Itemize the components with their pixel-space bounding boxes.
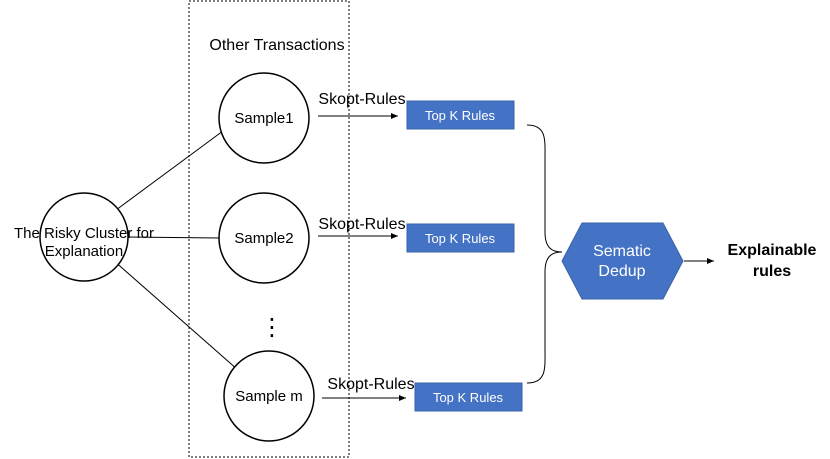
top-k-rules-box-2	[406, 223, 515, 253]
edge-source-sample1	[111, 127, 228, 214]
other-transactions-group	[188, 0, 350, 458]
top-k-rules-box-3	[414, 382, 523, 412]
other-transactions-label: Other Transactions	[209, 37, 344, 54]
semantic-dedup-label-line1: Sematic	[593, 243, 651, 260]
risky-cluster-label-line2: Explanation	[45, 243, 123, 260]
top-k-rules-label-3: Top K Rules	[433, 390, 504, 405]
output-label-line2: rules	[753, 263, 791, 280]
sample2-method-label: Skopt-Rules	[318, 216, 405, 233]
top-k-rules-label-1: Top K Rules	[425, 108, 496, 123]
sample1-node	[218, 72, 310, 164]
sample1-method-label: Skopt-Rules	[318, 91, 405, 108]
sample2-label: Sample2	[234, 230, 293, 247]
top-k-rules-label-2: Top K Rules	[425, 231, 496, 246]
semantic-dedup-node	[561, 222, 684, 300]
sample-m-label: Sample m	[235, 388, 303, 405]
sample2-node	[218, 192, 310, 284]
sample-m-method-label: Skopt-Rules	[327, 376, 414, 393]
top-k-rules-box-1	[406, 100, 515, 130]
edge-source-sample-m	[112, 259, 239, 371]
grouping-brace	[526, 124, 563, 384]
risky-cluster-label-line1: The Risky Cluster for	[14, 225, 154, 242]
sample-m-node	[223, 350, 315, 442]
output-label-line1: Explainable	[728, 242, 817, 259]
semantic-dedup-label-line2: Dedup	[598, 263, 645, 280]
more-samples-ellipsis: ⋮	[260, 313, 284, 341]
risky-cluster-node	[39, 192, 129, 282]
sample1-label: Sample1	[234, 110, 293, 127]
edge-source-sample2	[124, 236, 220, 239]
